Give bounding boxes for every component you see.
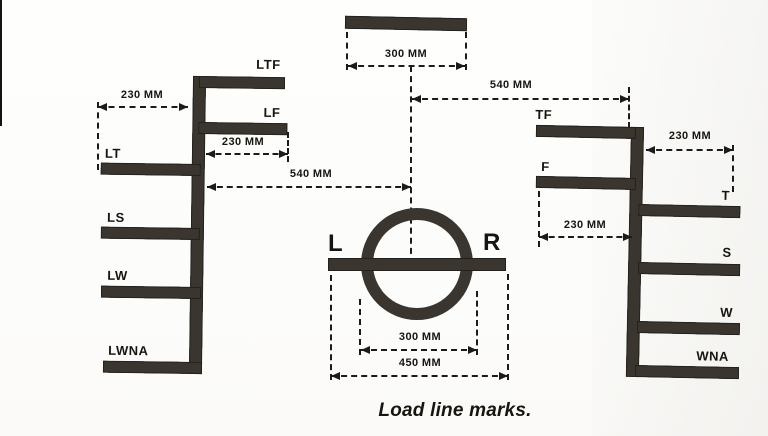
dim-300-circle-label: 300 MM bbox=[398, 331, 442, 343]
centreline-dashed bbox=[410, 66, 412, 264]
dim-540-right-extension bbox=[628, 87, 630, 128]
dim-230-left-inner-label: 230 MM bbox=[221, 136, 265, 148]
deck-dim-line bbox=[348, 65, 465, 67]
arrow-right-icon bbox=[623, 233, 632, 241]
arrow-left-icon bbox=[412, 95, 421, 103]
s-label: S bbox=[722, 244, 732, 260]
dim-300-circle-extension-right bbox=[476, 291, 478, 355]
dim-300-circle-line bbox=[361, 349, 477, 351]
arrow-left-icon bbox=[348, 62, 357, 70]
deck-dim-extension-left bbox=[346, 32, 348, 70]
dim-230-left-inner-extension bbox=[287, 132, 289, 162]
arrow-right-icon bbox=[468, 346, 477, 354]
dim-230-right-outer-label: 230 MM bbox=[668, 130, 712, 142]
dim-540-left-label: 540 MM bbox=[289, 168, 333, 180]
dim-540-right-line bbox=[412, 98, 629, 100]
plimsoll-crossbar bbox=[328, 258, 506, 271]
page-edge-line bbox=[0, 0, 2, 126]
w-label: W bbox=[720, 304, 734, 321]
diagram-caption: Load line marks. bbox=[378, 400, 532, 421]
right-vertical-bar bbox=[625, 126, 645, 378]
wna-label: WNA bbox=[696, 348, 729, 364]
arrow-left-icon bbox=[646, 146, 655, 154]
dim-230-right-outer-line bbox=[646, 149, 733, 151]
dim-230-right-inner-label: 230 MM bbox=[563, 219, 607, 231]
dim-230-right-inner-line bbox=[539, 236, 632, 238]
deck-dim-extension-right bbox=[465, 32, 467, 70]
dim-450-extension-left bbox=[330, 275, 332, 380]
dim-230-right-outer-extension bbox=[732, 145, 734, 192]
arrow-left-icon bbox=[98, 103, 107, 111]
letter-l-label: L bbox=[328, 230, 343, 257]
t-label: T bbox=[721, 187, 731, 203]
arrow-right-icon bbox=[179, 103, 188, 111]
dim-450-line bbox=[331, 375, 508, 377]
arrow-right-icon bbox=[402, 183, 411, 191]
dim-450-label: 450 MM bbox=[398, 357, 442, 369]
w-mark-bar bbox=[636, 321, 740, 336]
dim-540-right-label: 540 MM bbox=[489, 79, 533, 91]
arrow-left-icon bbox=[331, 372, 340, 380]
arrow-left-icon bbox=[207, 183, 216, 191]
dim-230-right-inner-extension bbox=[538, 191, 540, 247]
dim-230-left-inner-line bbox=[206, 153, 288, 155]
deck-dim-label: 300 MM bbox=[384, 48, 428, 60]
tf-mark-bar bbox=[535, 124, 637, 139]
arrow-right-icon bbox=[499, 372, 508, 380]
dim-540-left-line bbox=[207, 186, 411, 188]
arrow-right-icon bbox=[724, 146, 733, 154]
arrow-left-icon bbox=[206, 150, 215, 158]
f-mark-bar bbox=[535, 175, 636, 190]
arrow-left-icon bbox=[539, 233, 548, 241]
f-label: F bbox=[541, 158, 550, 175]
tf-label: TF bbox=[535, 106, 553, 123]
dim-450-extension-right bbox=[507, 274, 509, 380]
dim-230-left-outer-line bbox=[98, 106, 188, 108]
wna-mark-bar bbox=[634, 364, 740, 380]
arrow-left-icon bbox=[361, 346, 370, 354]
dim-230-left-outer-extension bbox=[97, 102, 99, 170]
dim-300-circle-extension-left bbox=[359, 299, 361, 355]
dim-230-left-outer-label: 230 MM bbox=[120, 89, 164, 101]
arrow-right-icon bbox=[279, 150, 288, 158]
s-mark-bar bbox=[637, 262, 741, 277]
arrow-right-icon bbox=[620, 95, 629, 103]
t-mark-bar bbox=[638, 204, 741, 219]
arrow-right-icon bbox=[456, 62, 465, 70]
letter-r-label: R bbox=[483, 229, 501, 256]
